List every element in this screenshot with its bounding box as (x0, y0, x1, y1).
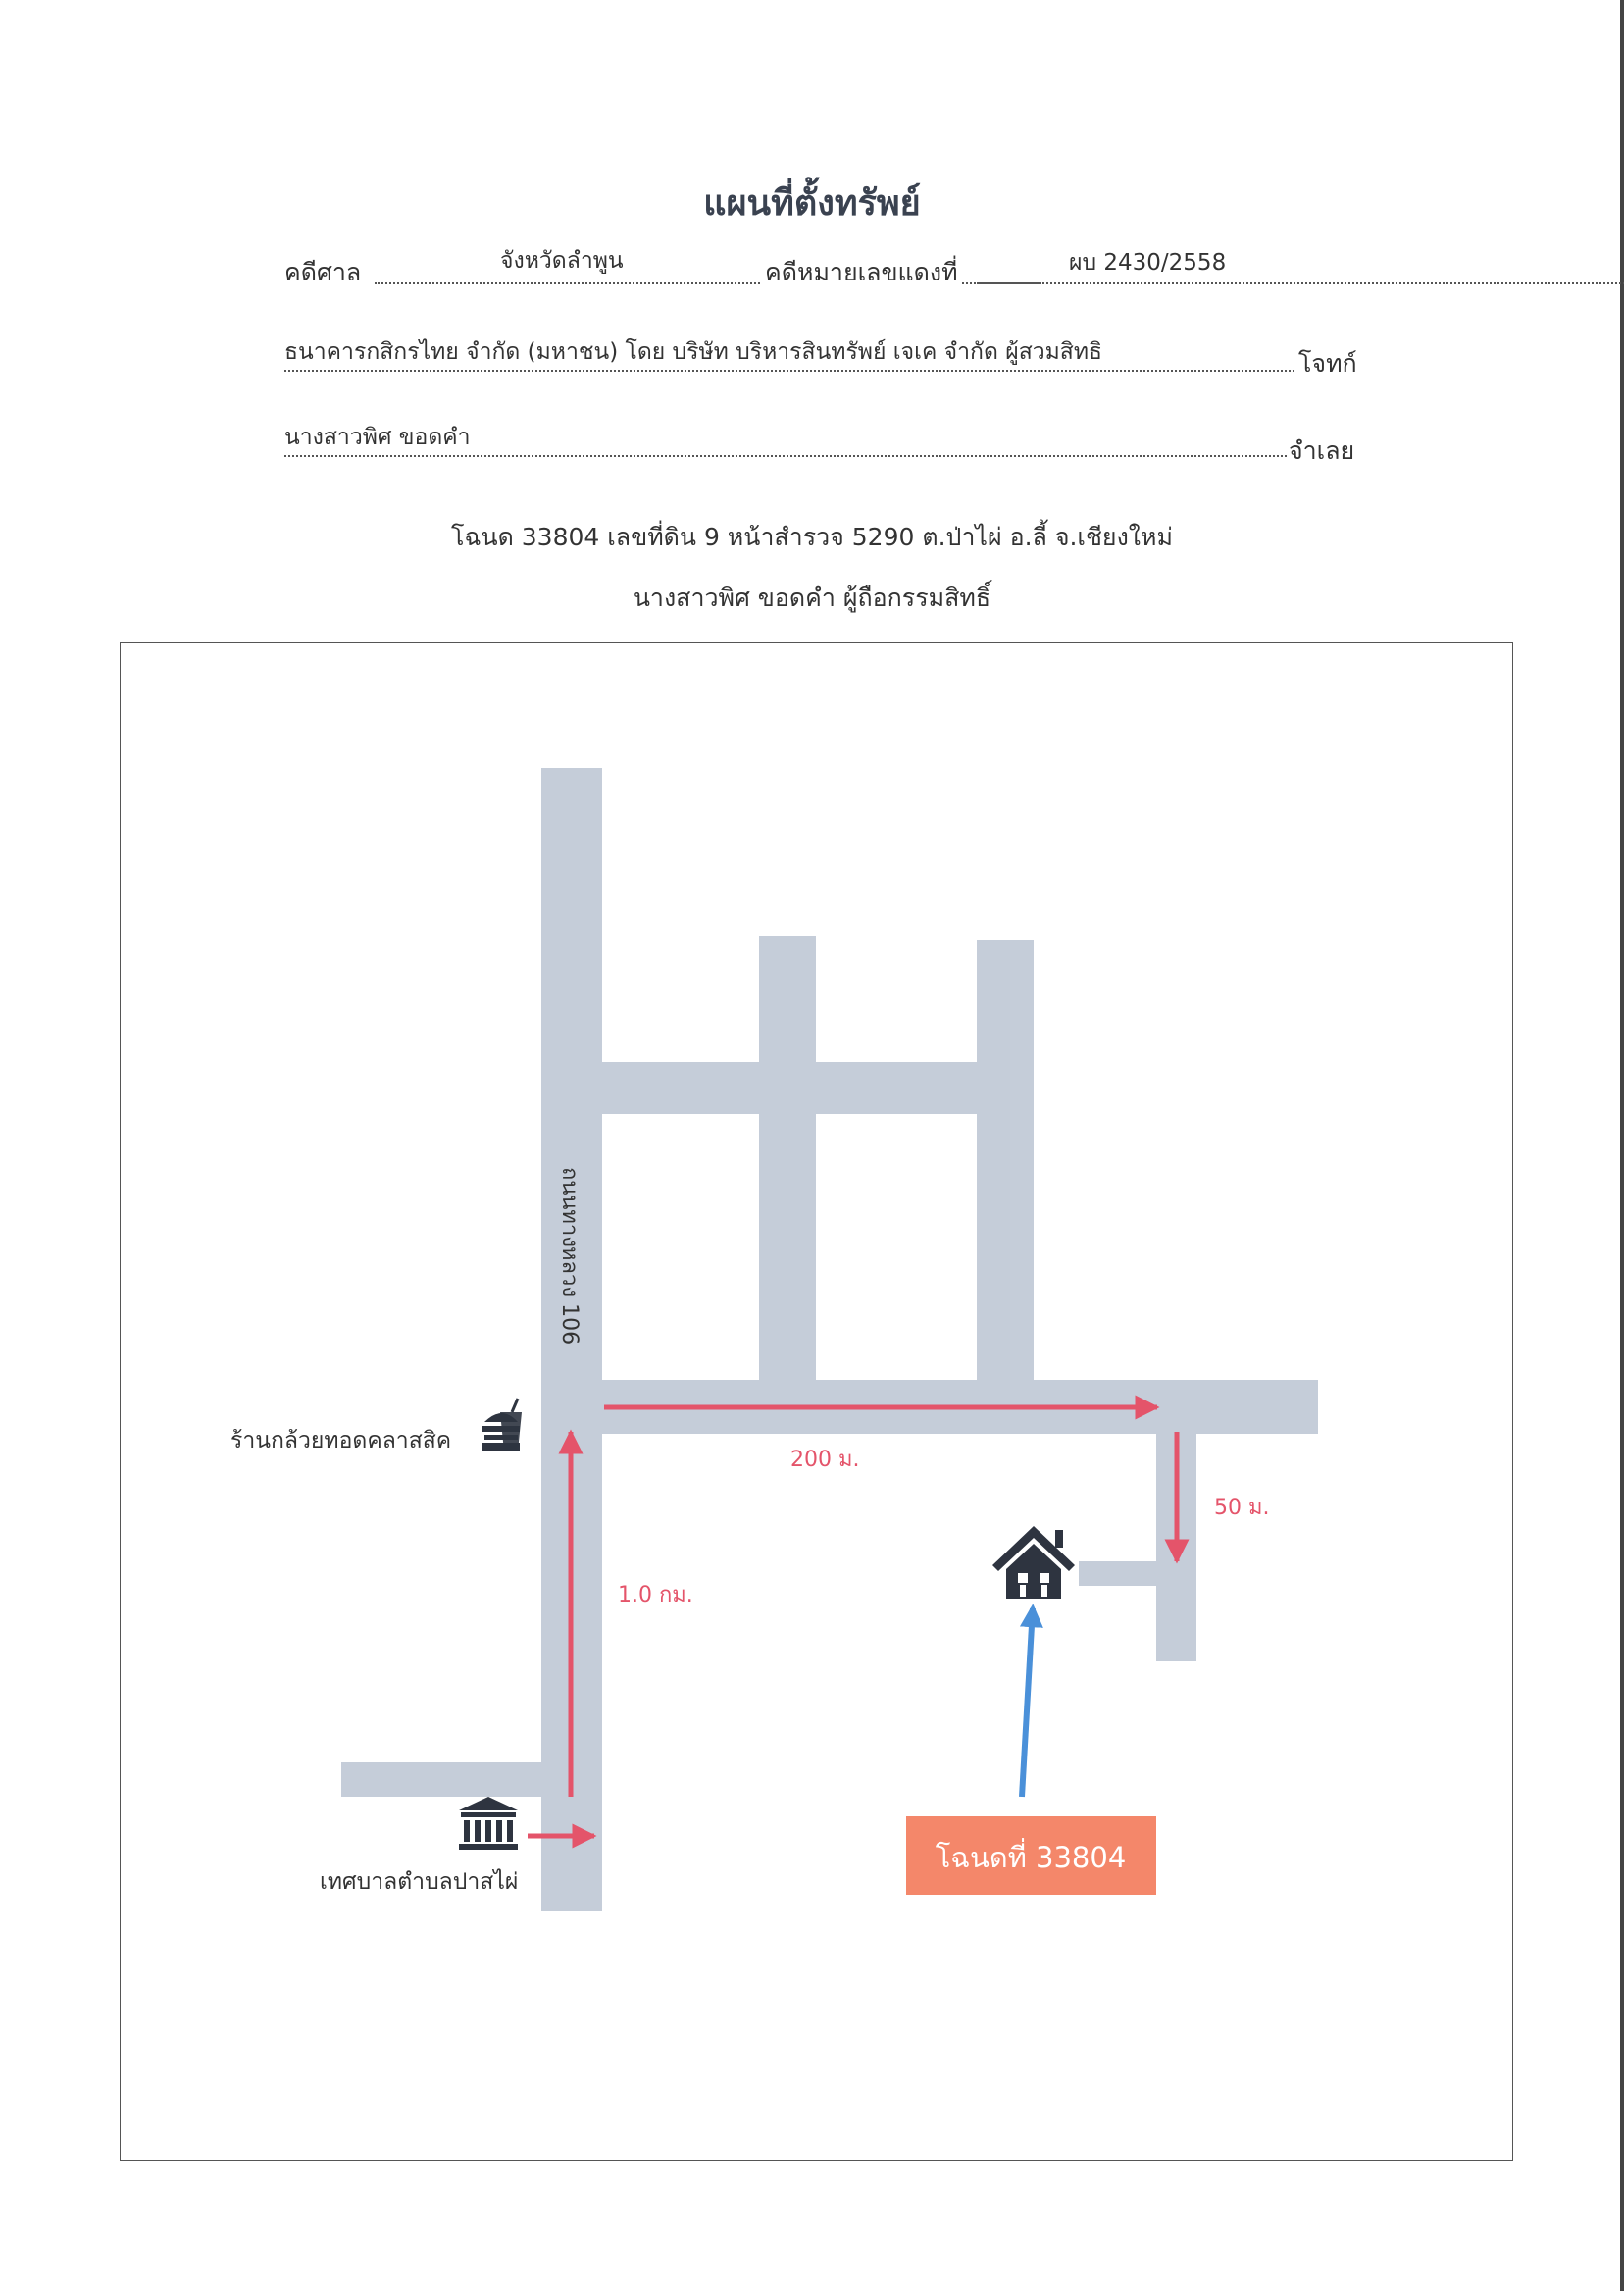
road-lower-left (341, 1762, 543, 1797)
court-value: จังหวัดลำพูน (500, 248, 624, 274)
deed-callout-box (906, 1816, 1156, 1895)
map-frame (120, 642, 1513, 2161)
house-icon (992, 1526, 1075, 1599)
road-label: ถนนทางหลวง 106 (557, 1167, 582, 1345)
plaintiff-dotted-line (284, 370, 1294, 372)
page-title: แผนที่ตั้งทรัพย์ (703, 183, 921, 224)
distance-label-200m: 200 ม. (790, 1448, 859, 1472)
case-value: ผบ 2430/2558 (1069, 250, 1227, 276)
plaintiff-row: ธนาคารกสิกรไทย จำกัด (มหาชน) โดย บริษัท … (284, 336, 1373, 378)
defendant-dotted-line (284, 455, 1287, 457)
owner-line: นางสาวพิศ ขอดคำ ผู้ถือกรรมสิทธิ์ (633, 584, 991, 612)
pointer-arrow (1019, 1604, 1043, 1798)
municipality-label: เทศบาลตำบลปาสไผ่ (320, 1868, 518, 1895)
fast-food-icon (482, 1398, 522, 1451)
distance-label-50m: 50 ม. (1214, 1496, 1269, 1520)
defendant-row: นางสาวพิศ ขอดคำ จำเลย (284, 424, 1373, 465)
page-edge (1620, 0, 1624, 2291)
road-house-access (1079, 1561, 1157, 1586)
court-dotted-line (375, 282, 1041, 284)
plaintiff-label: โจทก์ (1298, 349, 1357, 378)
deed-line: โฉนด 33804 เลขที่ดิน 9 หน้าสำรวจ 5290 ต.… (451, 523, 1173, 551)
plaintiff-value: ธนาคารกสิกรไทย จำกัด (มหาชน) โดย บริษัท … (284, 339, 1103, 365)
defendant-label: จำเลย (1289, 436, 1355, 465)
case-label: คดีหมายเลขแดงที่ (761, 253, 962, 292)
defendant-value: นางสาวพิศ ขอดคำ (284, 425, 471, 450)
distance-label-1km: 1.0 กม. (618, 1583, 693, 1607)
court-label: คดีศาล (284, 258, 362, 286)
road-branch-middle (759, 936, 816, 1387)
shop-label: ร้านกล้วยทอดคลาสสิค (230, 1428, 451, 1453)
case-dotted-line (977, 282, 1624, 284)
deed-callout-label: โฉนดที่ 33804 (936, 1838, 1127, 1874)
court-row: คดีศาล จังหวัดลำพูน คดีหมายเลขแดงที่ ผบ … (284, 248, 1624, 292)
road-branch-right (977, 940, 1034, 1387)
government-building-icon (459, 1797, 518, 1850)
